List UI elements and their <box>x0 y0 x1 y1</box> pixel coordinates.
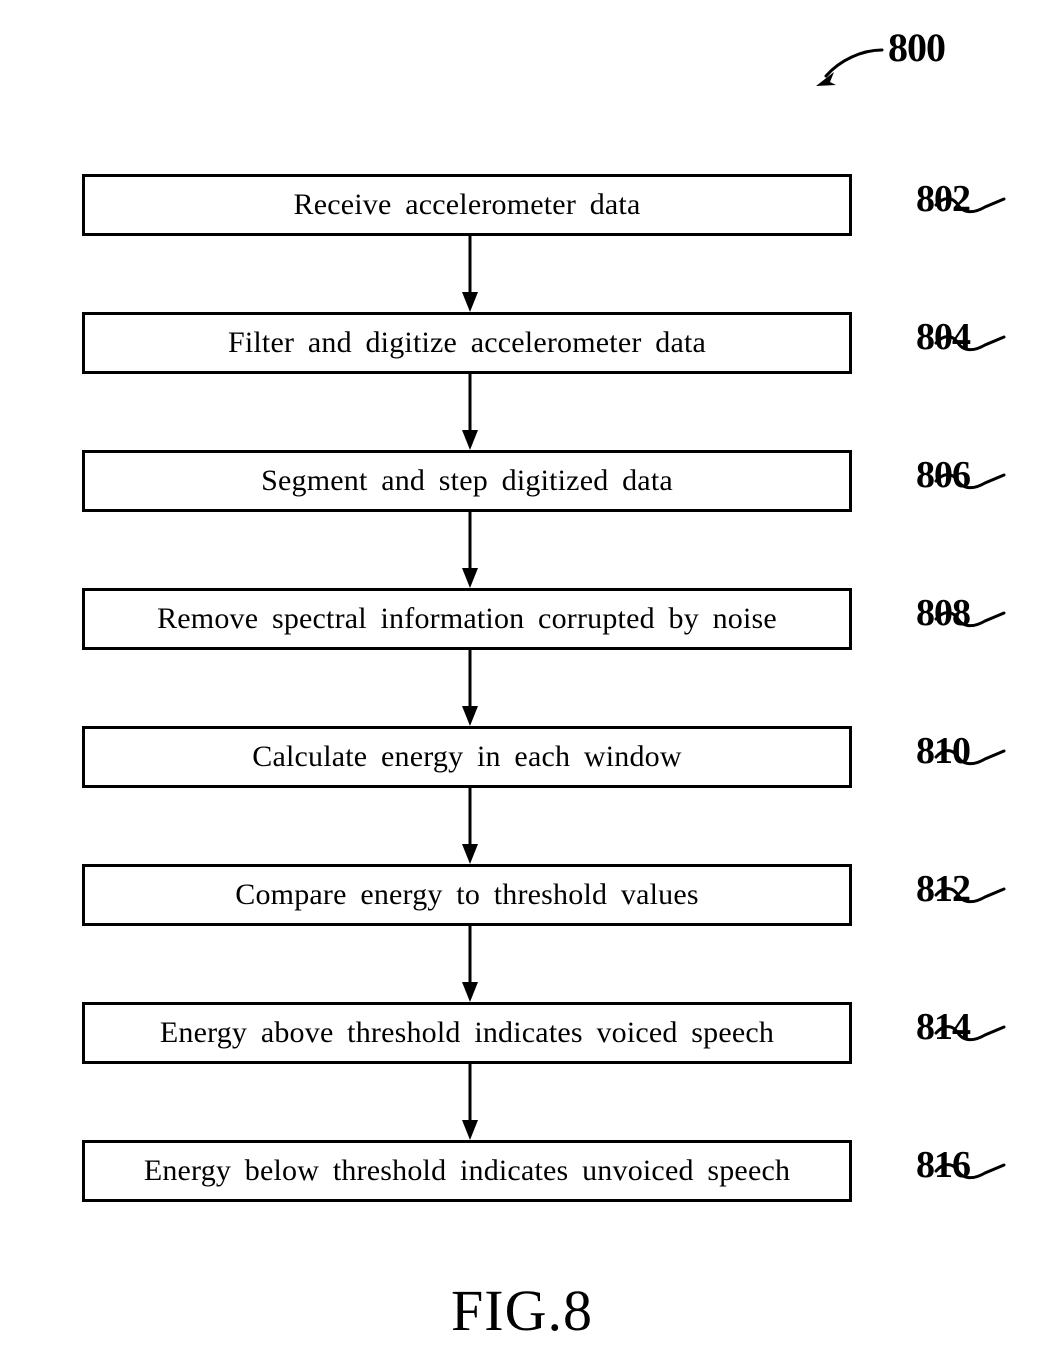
flow-step-808[interactable]: Remove spectral information corrupted by… <box>82 588 1006 650</box>
reference-leader-squiggle-icon <box>934 1163 1006 1180</box>
flow-step-box[interactable]: Remove spectral information corrupted by… <box>82 588 852 650</box>
reference-number: 808 <box>916 592 971 634</box>
flow-connector-814-816 <box>455 1064 485 1140</box>
flow-step-box[interactable]: Filter and digitize accelerometer data <box>82 312 852 374</box>
figure-callout-800: 800 <box>810 28 990 108</box>
flow-step-816[interactable]: Energy below threshold indicates unvoice… <box>82 1140 1006 1202</box>
down-arrow-icon <box>462 788 478 864</box>
flow-step-label: Remove spectral information corrupted by… <box>157 602 777 635</box>
flow-connector-806-808 <box>455 512 485 588</box>
figure-caption: FIG.8 <box>451 1278 593 1343</box>
reference-leader-squiggle-icon <box>934 611 1006 628</box>
flow-step-reference: 804 <box>852 312 1044 374</box>
flow-step-label: Compare energy to threshold values <box>235 878 699 911</box>
flow-step-reference: 802 <box>852 174 1044 236</box>
flow-step-806[interactable]: Segment and step digitized data 806 <box>82 450 1006 512</box>
reference-number: 804 <box>916 316 971 358</box>
flow-step-box[interactable]: Energy below threshold indicates unvoice… <box>82 1140 852 1202</box>
flow-step-804[interactable]: Filter and digitize accelerometer data 8… <box>82 312 1006 374</box>
flow-step-reference: 810 <box>852 726 1044 788</box>
flow-connector-802-804 <box>455 236 485 312</box>
down-arrow-icon <box>462 374 478 450</box>
down-arrow-icon <box>462 1064 478 1140</box>
reference-leader-squiggle-icon <box>934 473 1006 490</box>
flow-step-box[interactable]: Calculate energy in each window <box>82 726 852 788</box>
down-arrow-icon <box>462 236 478 312</box>
flow-step-label: Receive accelerometer data <box>293 188 641 221</box>
flow-step-reference: 806 <box>852 450 1044 512</box>
flow-connector-810-812 <box>455 788 485 864</box>
reference-leader-squiggle-icon <box>934 749 1006 766</box>
figure-callout-number: 800 <box>888 25 946 70</box>
flow-connector-808-810 <box>455 650 485 726</box>
flowchart: Receive accelerometer data 802 Filter an… <box>82 174 1006 1202</box>
down-arrow-icon <box>462 512 478 588</box>
flow-step-812[interactable]: Compare energy to threshold values 812 <box>82 864 1006 926</box>
reference-number: 816 <box>916 1144 971 1186</box>
flow-step-810[interactable]: Calculate energy in each window 810 <box>82 726 1006 788</box>
flow-step-box[interactable]: Receive accelerometer data <box>82 174 852 236</box>
flow-step-reference: 816 <box>852 1140 1044 1202</box>
flow-step-802[interactable]: Receive accelerometer data 802 <box>82 174 1006 236</box>
flow-step-reference: 808 <box>852 588 1044 650</box>
flow-step-reference: 812 <box>852 864 1044 926</box>
figure-callout-arrow-icon <box>816 48 884 86</box>
flow-connector-812-814 <box>455 926 485 1002</box>
flow-step-box[interactable]: Segment and step digitized data <box>82 450 852 512</box>
flow-step-label: Calculate energy in each window <box>252 740 682 773</box>
flow-step-label: Energy above threshold indicates voiced … <box>159 1016 775 1049</box>
flow-step-box[interactable]: Energy above threshold indicates voiced … <box>82 1002 852 1064</box>
down-arrow-icon <box>462 650 478 726</box>
reference-number: 812 <box>916 868 971 910</box>
down-arrow-icon <box>462 926 478 1002</box>
flow-step-label: Filter and digitize accelerometer data <box>227 326 707 359</box>
flow-step-box[interactable]: Compare energy to threshold values <box>82 864 852 926</box>
reference-number: 806 <box>916 454 971 496</box>
flow-step-814[interactable]: Energy above threshold indicates voiced … <box>82 1002 1006 1064</box>
flow-connector-804-806 <box>455 374 485 450</box>
reference-leader-squiggle-icon <box>934 197 1006 214</box>
reference-leader-squiggle-icon <box>934 887 1006 904</box>
reference-number: 810 <box>916 730 971 772</box>
flow-step-label: Segment and step digitized data <box>261 464 673 497</box>
reference-number: 814 <box>916 1006 971 1048</box>
reference-number: 802 <box>916 178 971 220</box>
reference-leader-squiggle-icon <box>934 1025 1006 1042</box>
reference-leader-squiggle-icon <box>934 335 1006 352</box>
flow-step-reference: 814 <box>852 1002 1044 1064</box>
flow-step-label: Energy below threshold indicates unvoice… <box>143 1154 791 1187</box>
